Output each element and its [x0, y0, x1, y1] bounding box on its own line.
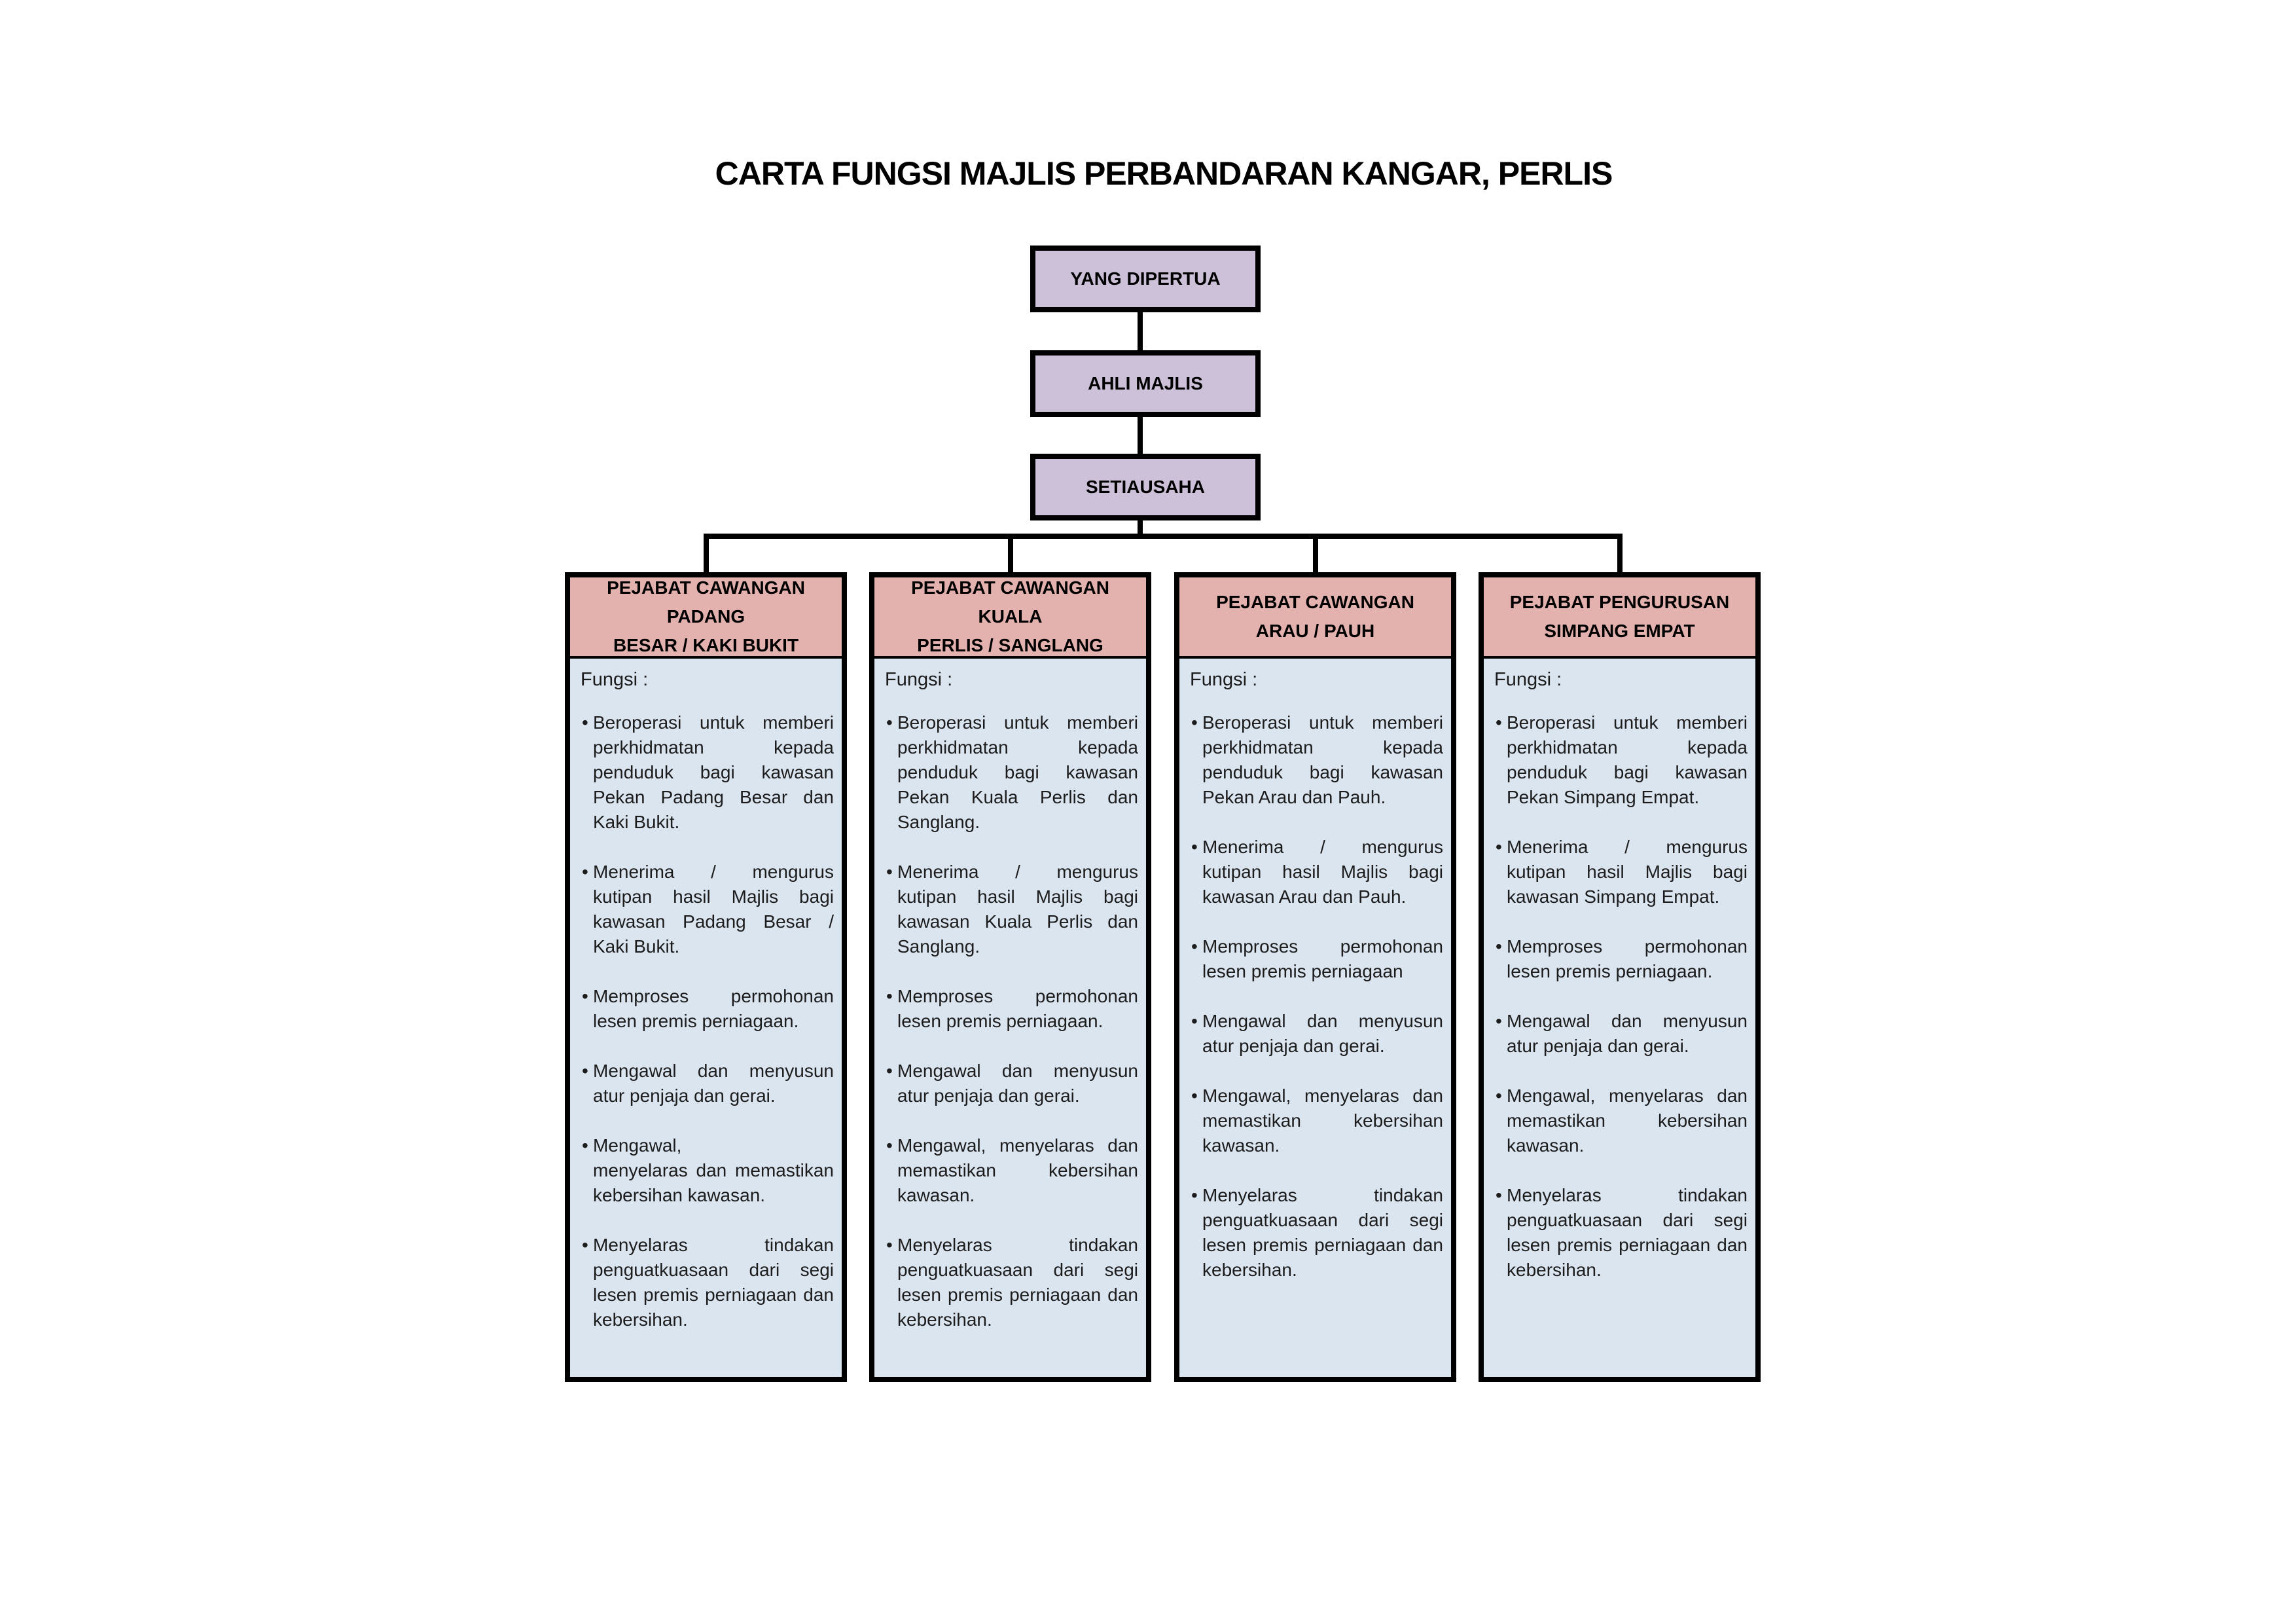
org-box-label: AHLI MAJLIS — [1088, 373, 1203, 393]
org-box-yang-dipertua: YANG DIPERTUA — [1030, 246, 1261, 312]
department-body: Fungsi : Beroperasi untuk memberi perkhi… — [570, 659, 842, 1364]
page-title: CARTA FUNGSI MAJLIS PERBANDARAN KANGAR, … — [715, 155, 1613, 192]
connector-bus — [704, 534, 1623, 539]
connector-ahlimajlis-setiausaha — [1138, 417, 1143, 454]
function-item: Menyelaras tindakan penguatkuasaan dari … — [886, 1233, 1138, 1332]
department-column-simpang-empat: PEJABAT PENGURUSAN SIMPANG EMPAT Fungsi … — [1479, 572, 1761, 1382]
function-item: Menerima / mengurus kutipan hasil Majlis… — [582, 860, 834, 959]
department-column-arau-pauh: PEJABAT CAWANGAN ARAU / PAUH Fungsi : Be… — [1174, 572, 1456, 1382]
function-item: Beroperasi untuk memberi perkhidmatan ke… — [582, 710, 834, 835]
department-header: PEJABAT CAWANGAN ARAU / PAUH — [1179, 577, 1451, 659]
department-body: Fungsi : Beroperasi untuk memberi perkhi… — [1179, 659, 1451, 1314]
function-item: Menyelaras tindakan penguatkuasaan dari … — [1496, 1183, 1748, 1283]
functions-label: Fungsi : — [885, 669, 953, 690]
department-body: Fungsi : Beroperasi untuk memberi perkhi… — [874, 659, 1146, 1364]
function-item: Mengawal dan menyusun atur penjaja dan g… — [1496, 1009, 1748, 1059]
function-item: Memproses permohonan lesen premis pernia… — [1191, 934, 1443, 984]
connector-drop-col2 — [1008, 534, 1013, 572]
connector-drop-col3 — [1313, 534, 1318, 572]
function-item: Memproses permohonan lesen premis pernia… — [1496, 934, 1748, 984]
function-item: Mengawal dan menyusun atur penjaja dan g… — [886, 1059, 1138, 1108]
function-item: Mengawal, menyelaras dan memastikan kebe… — [582, 1133, 834, 1208]
function-item: Mengawal, menyelaras dan memastikan kebe… — [886, 1133, 1138, 1208]
function-item: Beroperasi untuk memberi perkhidmatan ke… — [886, 710, 1138, 835]
function-item: Mengawal dan menyusun atur penjaja dan g… — [1191, 1009, 1443, 1059]
department-body: Fungsi : Beroperasi untuk memberi perkhi… — [1484, 659, 1755, 1314]
function-item: Menerima / mengurus kutipan hasil Majlis… — [1496, 835, 1748, 909]
department-header: PEJABAT PENGURUSAN SIMPANG EMPAT — [1484, 577, 1755, 659]
function-item: Memproses permohonan lesen premis pernia… — [886, 984, 1138, 1034]
function-item: Menerima / mengurus kutipan hasil Majlis… — [886, 860, 1138, 959]
connector-drop-col1 — [704, 534, 709, 572]
department-column-padang-besar: PEJABAT CAWANGAN PADANG BESAR / KAKI BUK… — [565, 572, 847, 1382]
connector-drop-col4 — [1617, 534, 1623, 572]
function-item: Memproses permohonan lesen premis pernia… — [582, 984, 834, 1034]
function-item: Beroperasi untuk memberi perkhidmatan ke… — [1191, 710, 1443, 810]
function-list: Beroperasi untuk memberi perkhidmatan ke… — [882, 710, 1138, 1332]
function-item: Beroperasi untuk memberi perkhidmatan ke… — [1496, 710, 1748, 810]
connector-setiausaha-bus — [1138, 520, 1143, 537]
function-item: Menyelaras tindakan penguatkuasaan dari … — [582, 1233, 834, 1332]
function-list: Beroperasi untuk memberi perkhidmatan ke… — [1187, 710, 1443, 1283]
functions-label: Fungsi : — [581, 669, 649, 690]
function-item: Mengawal dan menyusun atur penjaja dan g… — [582, 1059, 834, 1108]
function-item: Mengawal, menyelaras dan memastikan kebe… — [1496, 1084, 1748, 1158]
org-box-setiausaha: SETIAUSAHA — [1030, 454, 1261, 520]
functions-label: Fungsi : — [1190, 669, 1258, 690]
function-list: Beroperasi untuk memberi perkhidmatan ke… — [578, 710, 834, 1332]
department-header: PEJABAT CAWANGAN PADANG BESAR / KAKI BUK… — [570, 577, 842, 659]
department-header: PEJABAT CAWANGAN KUALA PERLIS / SANGLANG — [874, 577, 1146, 659]
department-column-kuala-perlis: PEJABAT CAWANGAN KUALA PERLIS / SANGLANG… — [869, 572, 1151, 1382]
functions-label: Fungsi : — [1494, 669, 1562, 690]
function-item: Menerima / mengurus kutipan hasil Majlis… — [1191, 835, 1443, 909]
org-box-ahli-majlis: AHLI MAJLIS — [1030, 350, 1261, 417]
connector-yangdipertua-ahlimajlis — [1138, 312, 1143, 350]
function-item: Mengawal, menyelaras dan memastikan kebe… — [1191, 1084, 1443, 1158]
org-box-label: YANG DIPERTUA — [1070, 268, 1221, 289]
function-item: Menyelaras tindakan penguatkuasaan dari … — [1191, 1183, 1443, 1283]
function-list: Beroperasi untuk memberi perkhidmatan ke… — [1492, 710, 1748, 1283]
org-box-label: SETIAUSAHA — [1085, 477, 1205, 497]
